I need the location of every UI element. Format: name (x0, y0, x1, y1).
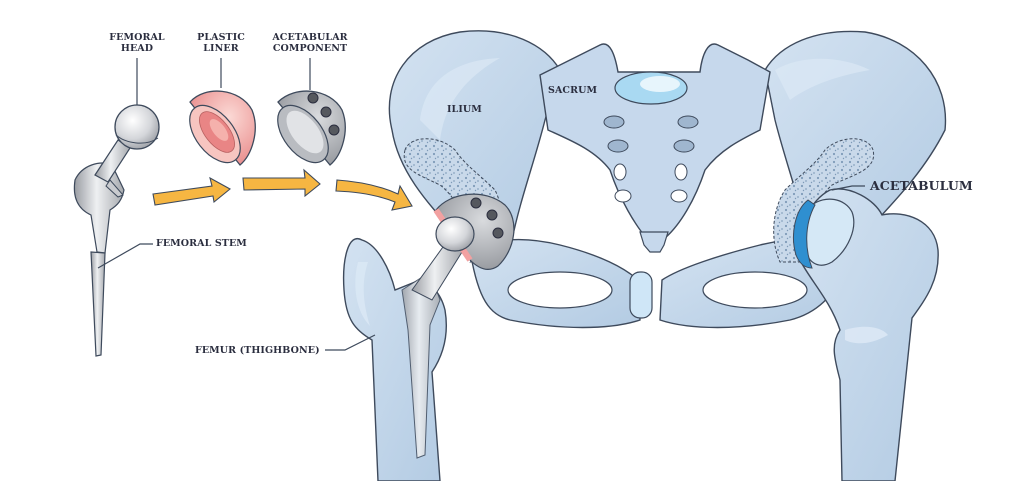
arrow-2 (242, 168, 321, 198)
left-obturator-foramen (507, 271, 613, 309)
label-sacrum: SACRUM (548, 85, 598, 96)
right-femur (793, 188, 939, 481)
process-arrows (152, 168, 413, 211)
label-acetabulum: ACETABULUM (870, 178, 973, 193)
leader-lines (97, 58, 865, 351)
arrow-3 (335, 179, 413, 211)
arrow-1 (152, 176, 231, 206)
sacrum (539, 43, 771, 241)
implanted-femoral-head (435, 216, 475, 252)
label-femur: FEMUR (THIGHBONE) (195, 345, 320, 356)
label-acetabular-component: ACETABULAR COMPONENT (272, 32, 348, 54)
femoral-head-ball (114, 104, 160, 150)
label-femoral-stem: FEMORAL STEM (156, 238, 247, 249)
pubic-symphysis (629, 271, 653, 319)
label-plastic-liner: PLASTIC LINER (197, 32, 245, 54)
plastic-liner-component (189, 90, 256, 166)
right-obturator-foramen (702, 271, 808, 309)
left-femur-with-implant (342, 193, 515, 481)
femoral-stem-component (73, 104, 160, 357)
label-femoral-head: FEMORAL HEAD (109, 32, 165, 54)
acetabulum-cartilage (793, 199, 816, 269)
sacral-foramina (603, 115, 699, 203)
pelvis (388, 30, 947, 329)
coccyx (639, 231, 669, 253)
label-ilium: ILIUM (447, 104, 482, 115)
acetabular-cup-component (277, 90, 346, 166)
